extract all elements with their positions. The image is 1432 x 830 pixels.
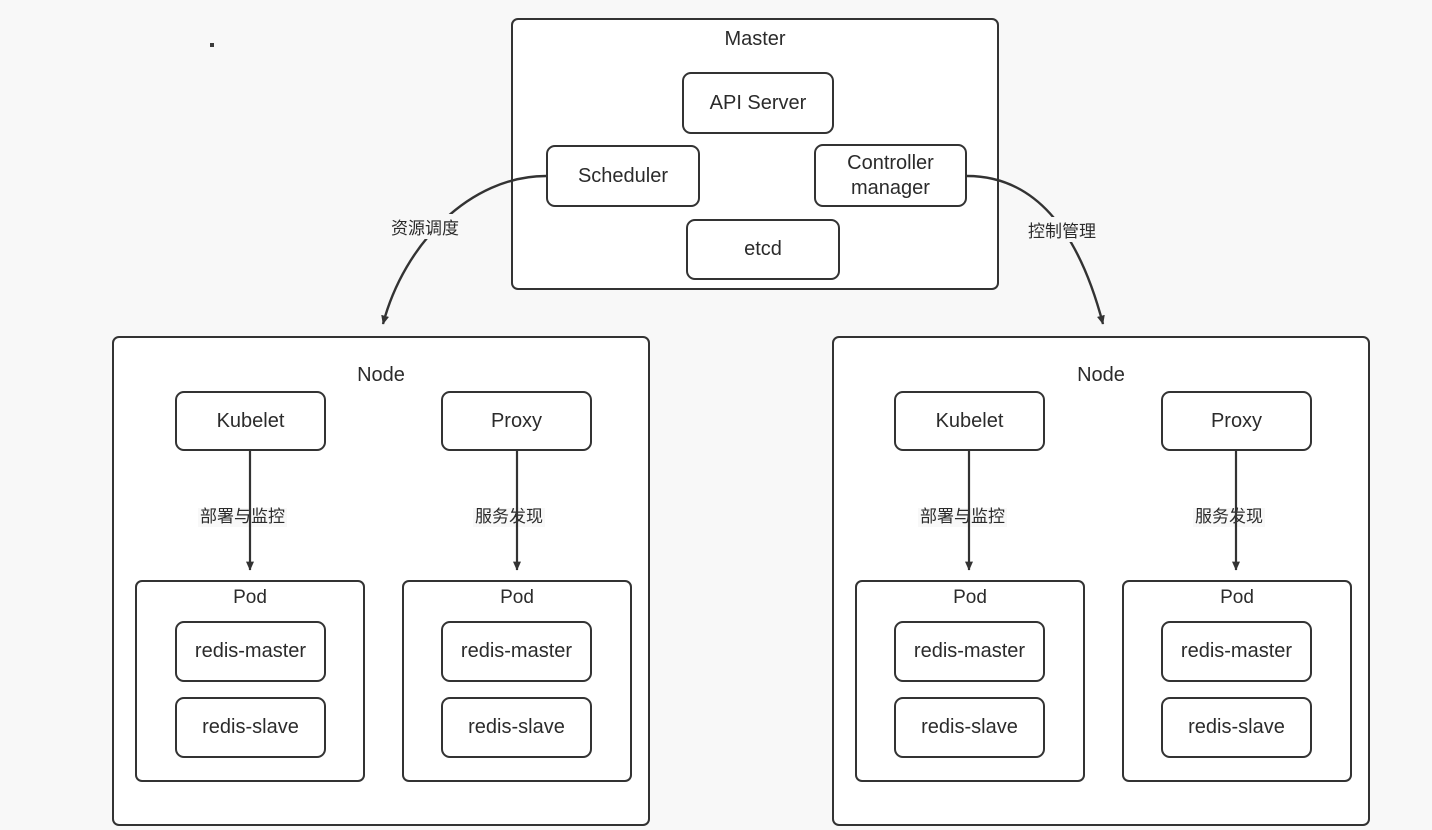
node-group-right-title: Node bbox=[1077, 364, 1125, 386]
container-box-redis-slave-left-2[interactable]: redis-slave bbox=[441, 697, 592, 758]
pod-title-left-2: Pod bbox=[500, 587, 534, 608]
container-box-redis-slave-right-2[interactable]: redis-slave bbox=[1161, 697, 1312, 758]
curve-label-control-management: 控制管理 bbox=[1026, 217, 1098, 242]
controller-manager-box[interactable]: Controller manager bbox=[814, 144, 967, 207]
stray-pixel-artifact bbox=[210, 43, 214, 47]
api-server-box[interactable]: API Server bbox=[682, 72, 834, 134]
container-box-redis-master-right-1[interactable]: redis-master bbox=[894, 621, 1045, 682]
container-box-redis-master-left-1[interactable]: redis-master bbox=[175, 621, 326, 682]
node-group-left-title: Node bbox=[357, 364, 405, 386]
edge-label-proxy-pod-right: 服务发现 bbox=[1193, 507, 1265, 527]
curve-label-resource-scheduling: 资源调度 bbox=[389, 214, 461, 239]
kubelet-label: Kubelet bbox=[216, 409, 285, 432]
kubelet-label: Kubelet bbox=[935, 409, 1004, 432]
master-group-title: Master bbox=[724, 28, 786, 50]
container-label-redis-master: redis-master bbox=[194, 640, 307, 663]
container-label-redis-slave: redis-slave bbox=[202, 716, 299, 739]
container-box-redis-master-right-2[interactable]: redis-master bbox=[1161, 621, 1312, 682]
kubelet-box-right[interactable]: Kubelet bbox=[894, 391, 1045, 451]
container-label-redis-slave: redis-slave bbox=[468, 716, 565, 739]
proxy-box-right[interactable]: Proxy bbox=[1161, 391, 1312, 451]
controller-manager-label: Controller manager bbox=[847, 152, 934, 199]
pod-title-left-1: Pod bbox=[233, 587, 267, 608]
etcd-label: etcd bbox=[744, 238, 782, 261]
container-label-redis-master: redis-master bbox=[1180, 640, 1293, 663]
container-label-redis-slave: redis-slave bbox=[1188, 716, 1285, 739]
proxy-label: Proxy bbox=[490, 409, 543, 432]
container-label-redis-master: redis-master bbox=[460, 640, 573, 663]
scheduler-label: Scheduler bbox=[577, 164, 669, 187]
etcd-box[interactable]: etcd bbox=[686, 219, 840, 280]
container-label-redis-master: redis-master bbox=[913, 640, 1026, 663]
pod-title-right-2: Pod bbox=[1220, 587, 1254, 608]
proxy-box-left[interactable]: Proxy bbox=[441, 391, 592, 451]
scheduler-box[interactable]: Scheduler bbox=[546, 145, 700, 207]
edge-label-proxy-pod-left: 服务发现 bbox=[473, 507, 545, 527]
edge-label-kubelet-pod-left: 部署与监控 bbox=[198, 507, 287, 527]
pod-title-right-1: Pod bbox=[953, 587, 987, 608]
container-label-redis-slave: redis-slave bbox=[921, 716, 1018, 739]
container-box-redis-master-left-2[interactable]: redis-master bbox=[441, 621, 592, 682]
api-server-label: API Server bbox=[709, 91, 807, 114]
edge-label-kubelet-pod-right: 部署与监控 bbox=[918, 507, 1007, 527]
proxy-label: Proxy bbox=[1210, 409, 1263, 432]
container-box-redis-slave-left-1[interactable]: redis-slave bbox=[175, 697, 326, 758]
container-box-redis-slave-right-1[interactable]: redis-slave bbox=[894, 697, 1045, 758]
kubelet-box-left[interactable]: Kubelet bbox=[175, 391, 326, 451]
